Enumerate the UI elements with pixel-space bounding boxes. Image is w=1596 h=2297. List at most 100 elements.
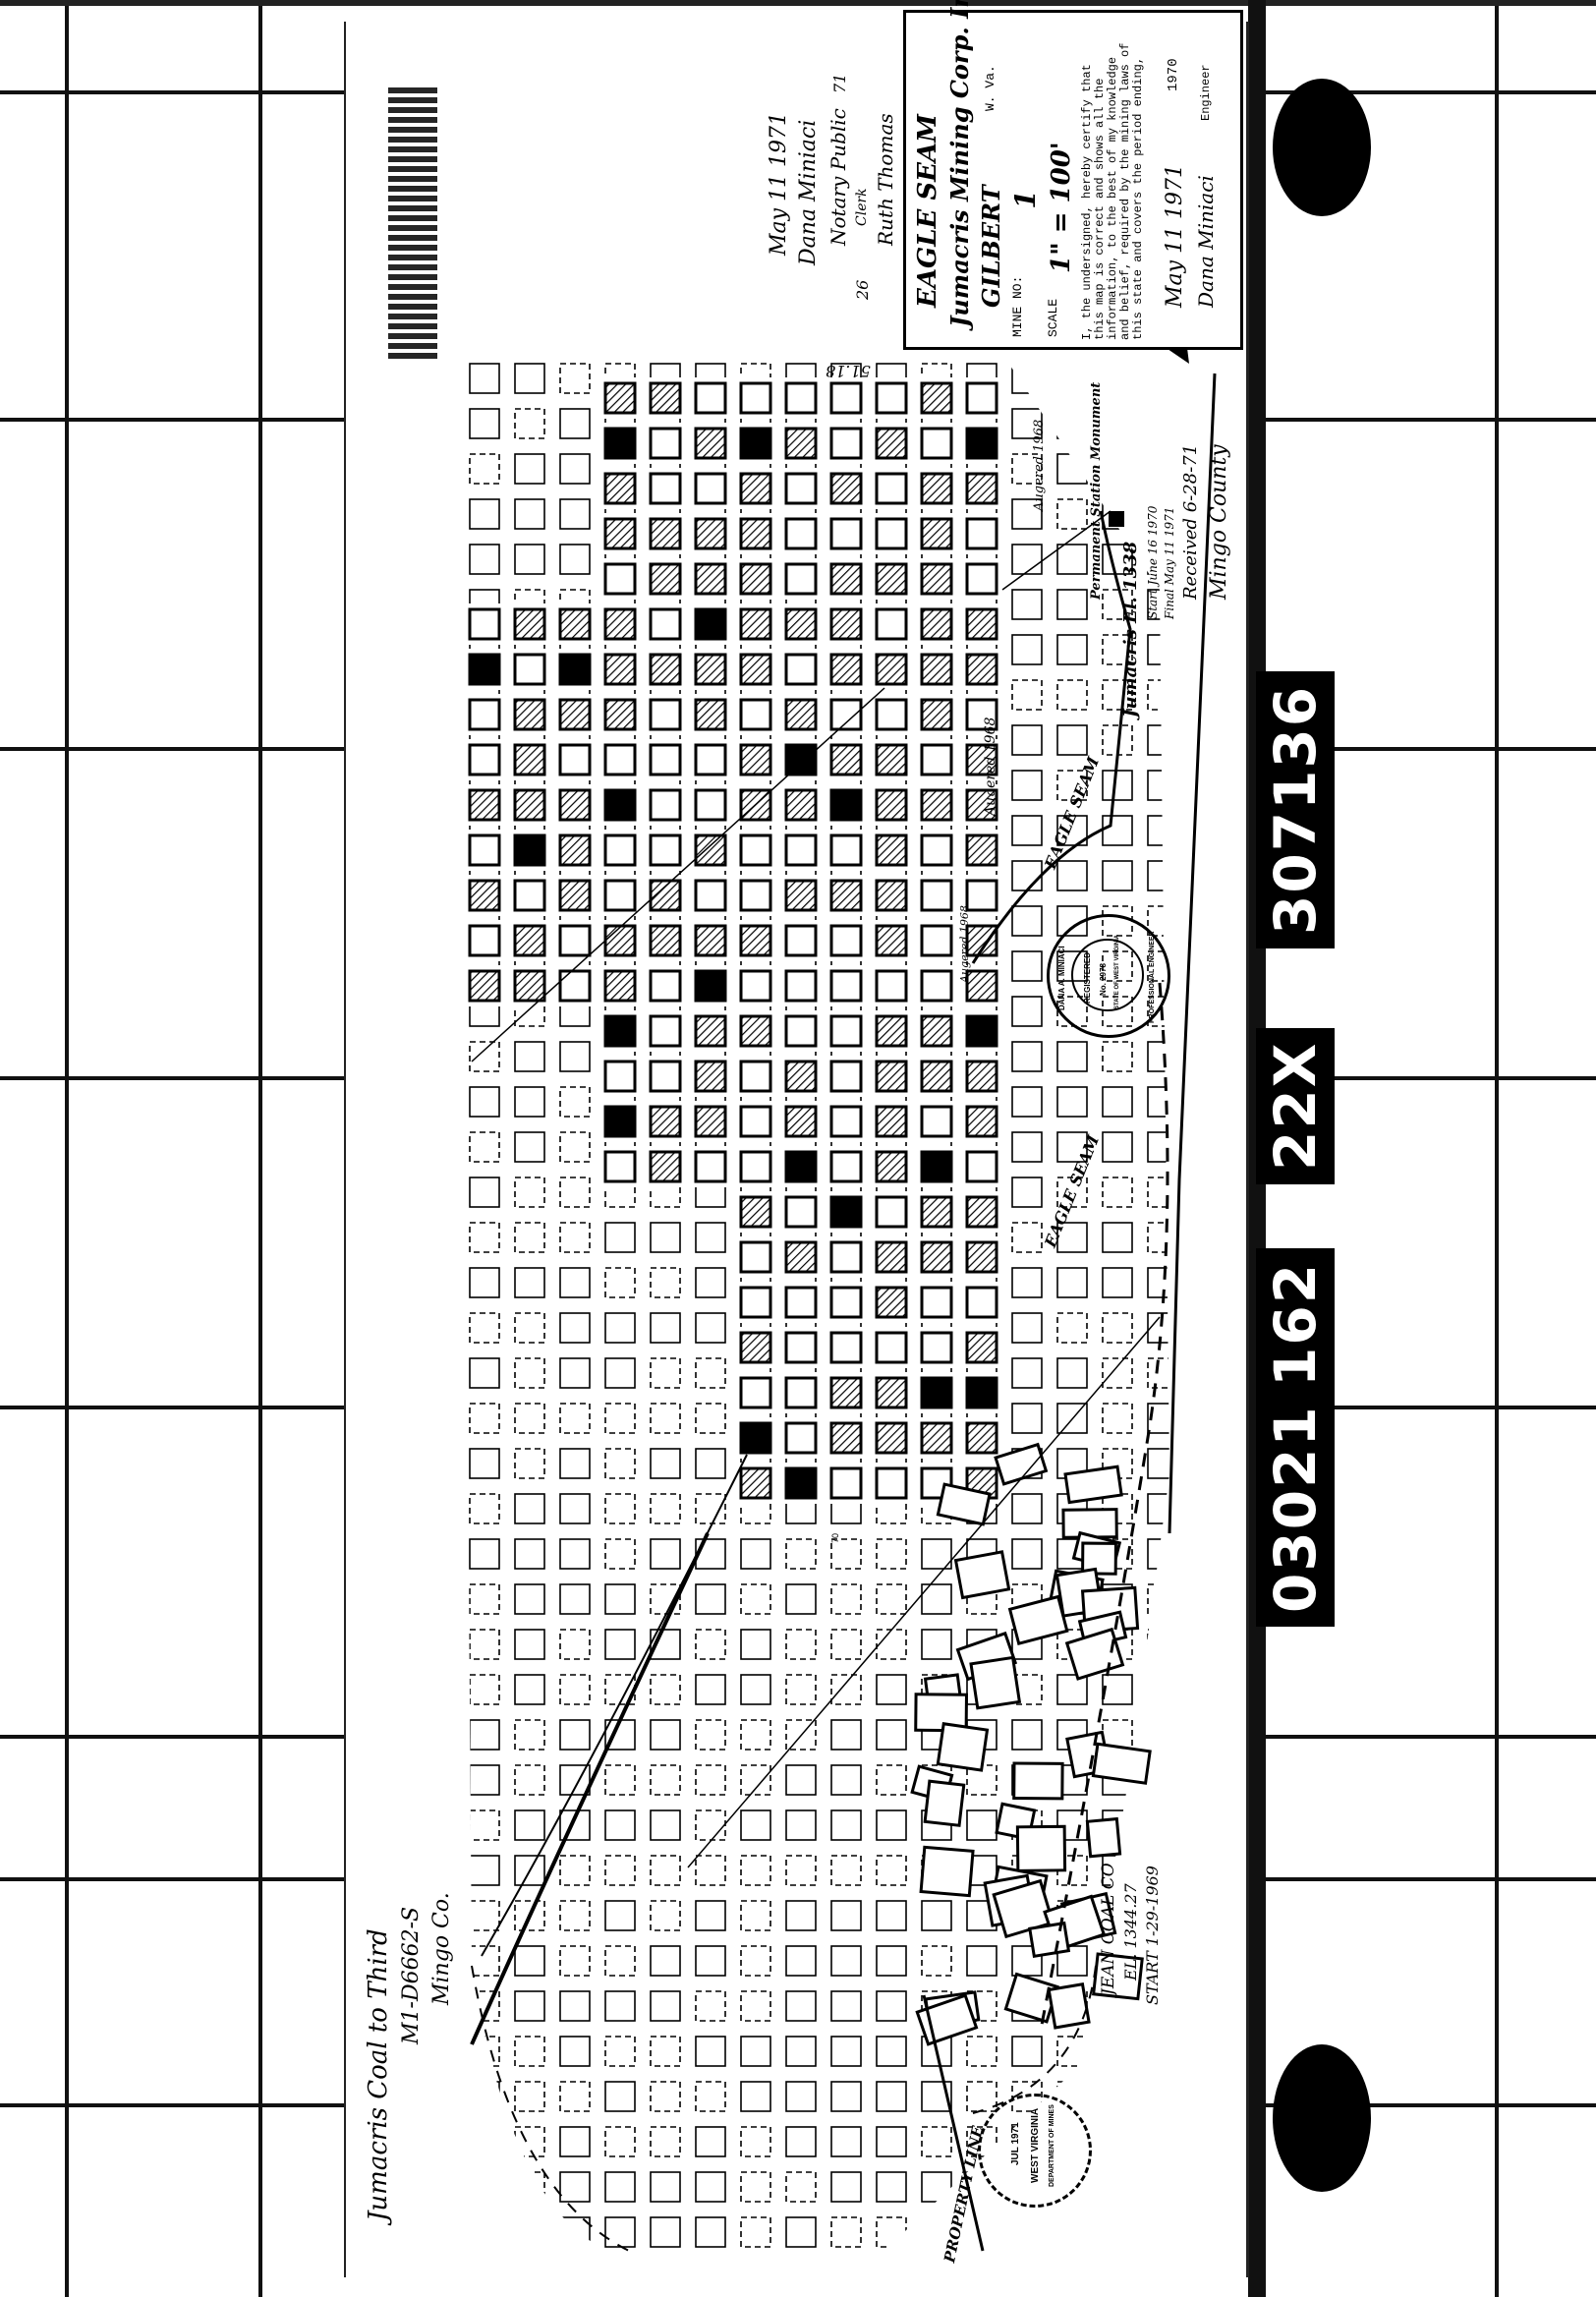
pillar: [695, 2171, 726, 2203]
mined-pillar: [784, 1105, 818, 1138]
pillar: [830, 1583, 862, 1615]
pillar: [604, 1403, 636, 1434]
pillar: [1056, 770, 1088, 801]
pillar: [695, 1809, 726, 1841]
mined-out-workings: [469, 363, 1169, 2248]
pillar: [514, 363, 545, 394]
pillar: [1102, 1041, 1133, 1072]
pillar: [830, 1945, 862, 1977]
pillar: [650, 1267, 681, 1298]
pillar: [830, 1629, 862, 1660]
pillar: [876, 1945, 907, 1977]
mined-pillar: [603, 472, 637, 505]
pillar: [1102, 589, 1133, 620]
mined-pillar: [649, 517, 682, 550]
pillar: [876, 2081, 907, 2112]
mined-pillar: [694, 562, 727, 596]
pillar: [785, 1809, 817, 1841]
pillar: [559, 1990, 591, 2022]
pillar: [1011, 679, 1043, 711]
pillar: [1011, 1222, 1043, 1253]
pillar: [559, 408, 591, 439]
mined-pillar: [784, 1240, 818, 1274]
mined-pillar: [965, 969, 998, 1003]
pillar: [559, 2171, 591, 2203]
pillar: [604, 1538, 636, 1570]
stamp-state: WEST VIRGINIA: [1030, 2107, 1041, 2183]
pillar: [1011, 996, 1043, 1027]
pillar: [695, 1357, 726, 1389]
mine-boundary: [972, 1965, 1097, 2114]
pillar: [514, 1131, 545, 1163]
pillar: [559, 1764, 591, 1796]
pillar: [650, 2081, 681, 2112]
mined-pillar: [468, 788, 501, 822]
pillar: [1147, 634, 1169, 665]
pillar: [740, 1809, 771, 1841]
pillar: [1047, 1981, 1091, 2030]
pillar: [695, 1448, 726, 1479]
pillar: [559, 2081, 591, 2112]
pillar: [1007, 1594, 1069, 1645]
pillar: [875, 381, 908, 415]
mined-pillar: [965, 1105, 998, 1138]
pillar: [1102, 860, 1133, 891]
pillar: [1102, 1312, 1133, 1344]
pillar: [829, 381, 863, 415]
pillar: [514, 544, 545, 575]
pillar: [559, 1945, 591, 1977]
mined-pillar: [513, 924, 546, 957]
pillar: [740, 2036, 771, 2067]
pillar: [650, 1538, 681, 1570]
pillar: [920, 1331, 953, 1364]
pillar: [875, 1331, 908, 1364]
clerk-label: Clerk: [854, 188, 870, 226]
pillar: [468, 743, 501, 776]
mined-pillar: [875, 879, 908, 912]
pillar: [1011, 815, 1043, 846]
mined-pillar: [739, 517, 772, 550]
pillar: [785, 1990, 817, 2022]
pillar: [936, 1722, 990, 1772]
pillar: [514, 1357, 545, 1389]
pillar: [604, 2171, 636, 2203]
pillar: [468, 607, 501, 641]
pillar: [650, 1990, 681, 2022]
mined-pillar: [558, 833, 592, 867]
mined-pillar: [920, 1060, 953, 1093]
mined-pillar: [965, 472, 998, 505]
seal-state: STATE OF WEST VIRGINIA: [1114, 934, 1120, 1009]
frame-line: [1244, 1877, 1596, 1881]
handwritten-note: Jumacris Coal to Third: [364, 1928, 393, 2221]
pillar: [1056, 363, 1088, 394]
certification-text: I, the undersigned, hereby certify that …: [1080, 42, 1145, 340]
pillar: [739, 427, 772, 460]
pillar: [514, 1900, 545, 1931]
pillar: [1147, 1131, 1169, 1163]
pillar: [920, 924, 953, 957]
scan-edge: [0, 0, 1596, 6]
pillar: [469, 1900, 500, 1931]
pillar: [650, 1764, 681, 1796]
pillar: [514, 1493, 545, 1524]
mined-pillar: [694, 1014, 727, 1048]
notary-day: 26: [853, 279, 872, 300]
pillar: [514, 2216, 545, 2248]
pillar: [559, 1222, 591, 1253]
mined-pillar: [513, 788, 546, 822]
pillar: [695, 1267, 726, 1298]
pillar: [1102, 1403, 1133, 1434]
pillar: [558, 969, 592, 1003]
pillar: [830, 1538, 862, 1570]
mined-pillar: [649, 924, 682, 957]
pillar: [559, 1629, 591, 1660]
survey-line: [687, 1316, 1161, 1868]
pillar: [559, 1493, 591, 1524]
active-workings: [464, 377, 1002, 1504]
pillar: [740, 1583, 771, 1615]
pillar: [468, 698, 501, 731]
mined-pillar: [875, 1240, 908, 1274]
pillar: [1102, 1131, 1133, 1163]
pillar: [1147, 1493, 1169, 1524]
mined-pillar: [739, 1331, 772, 1364]
